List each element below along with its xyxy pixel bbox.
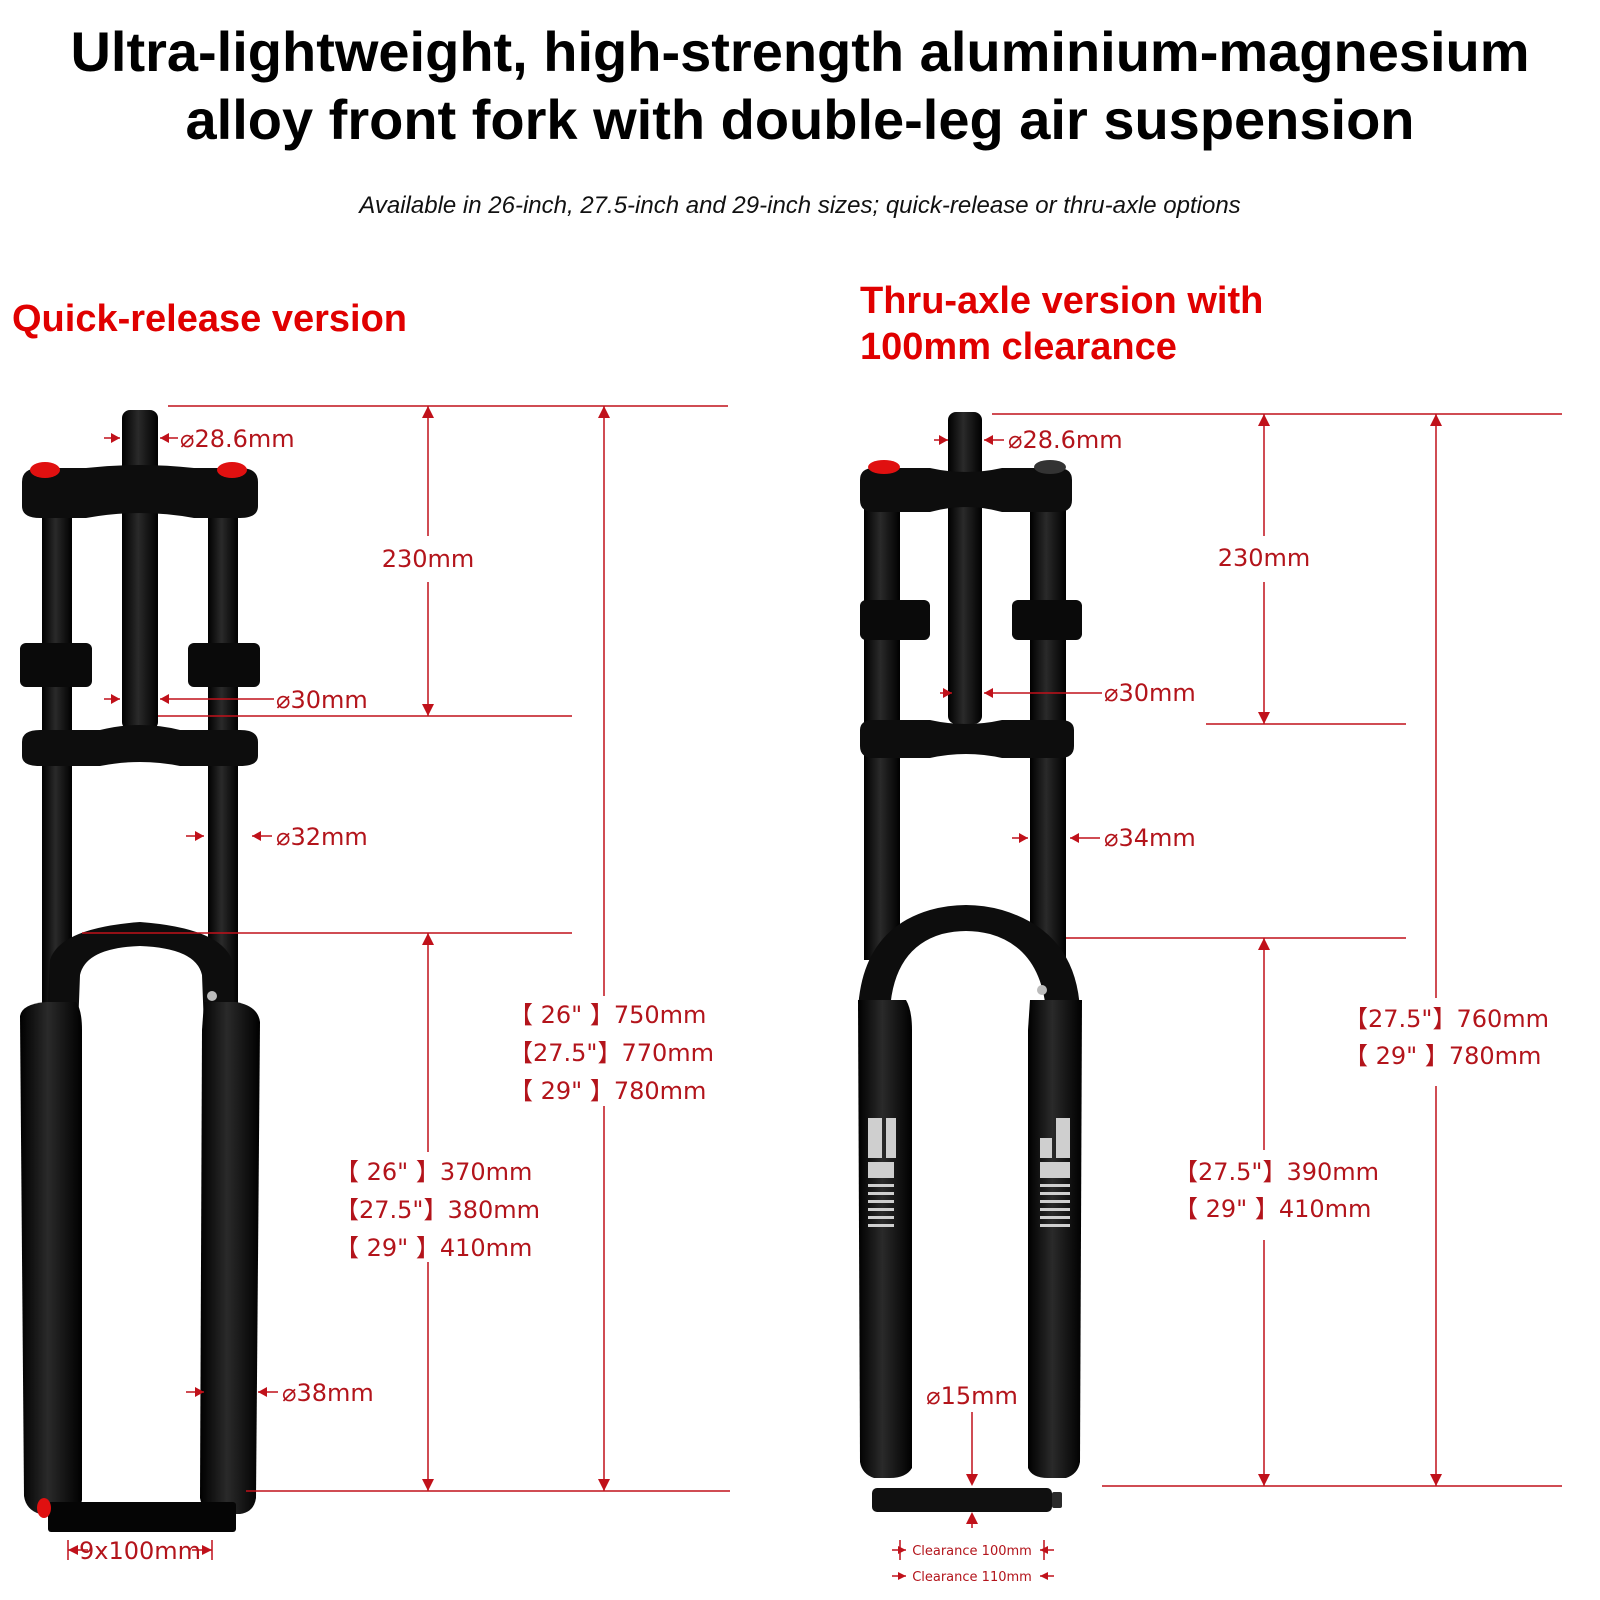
qr-stanchion-lower-diameter-label: ⌀32mm [276,823,368,851]
axle-qr [48,1502,236,1532]
quick-release-fork [20,410,260,1532]
subtitle: Available in 26-inch, 27.5-inch and 29-i… [359,192,1241,219]
steerer-tube [122,410,158,730]
bumper-right [188,643,260,687]
air-cap-right-icon [217,462,247,478]
qr-total-length-29: 【 29" 】780mm [509,1077,706,1105]
thru-axle-fork [858,412,1082,1512]
air-cap-left-icon [30,462,60,478]
ta-axle-diameter-label: ⌀15mm [926,1382,1018,1410]
qr-axle-to-crown-26: 【 26" 】370mm [335,1158,532,1186]
thru-axle-heading-line-1: Thru-axle version with [860,280,1264,322]
air-cap-left-icon [868,460,900,474]
title-line-1: Ultra-lightweight, high-strength alumini… [70,20,1530,83]
decal-right [1040,1118,1070,1227]
ta-stanchion-lower-diameter-label: ⌀34mm [1104,824,1196,852]
bumper-right [1012,600,1082,640]
quick-release-dimensions: ⌀28.6mm 230mm ⌀30mm ⌀32mm 【 26" 】750mm 【… [67,405,730,1565]
bumper-left [860,600,930,640]
lower-leg-left [20,1002,82,1514]
qr-axle-to-crown-29: 【 29" 】410mm [335,1234,532,1262]
ta-crown-span-label: 230mm [1218,544,1311,572]
ta-stanchion-upper-diameter-label: ⌀30mm [1104,679,1196,707]
thru-axle-heading: Thru-axle version with 100mm clearance [860,278,1263,370]
qr-total-length-275: 【27.5"】770mm [509,1039,714,1067]
qr-stanchion-upper-diameter-label: ⌀30mm [276,686,368,714]
ta-total-length-275: 【27.5"】760mm [1344,1005,1549,1033]
thru-axle-end [1052,1492,1062,1508]
ta-total-length-29: 【 29" 】780mm [1344,1042,1541,1070]
qr-crown-span-label: 230mm [382,545,475,573]
ta-axle-to-crown-29: 【 29" 】410mm [1174,1195,1371,1223]
ta-clearance-1-label: Clearance 100mm [912,1544,1032,1559]
top-crown [860,468,1072,512]
bottom-crown [860,720,1074,758]
page-title: Ultra-lightweight, high-strength alumini… [0,18,1600,154]
arch-bolt-icon [1037,985,1047,995]
qr-steerer-diameter-label: ⌀28.6mm [180,425,295,453]
title-line-2: alloy front fork with double-leg air sus… [185,88,1415,151]
thru-axle-heading-line-2: 100mm clearance [860,326,1177,368]
lower-leg-right [200,1002,260,1514]
lower-leg-right [1028,1000,1082,1478]
thru-axle [872,1488,1052,1512]
decal-left [868,1118,896,1227]
fork-arch [858,905,1080,1010]
ta-steerer-diameter-label: ⌀28.6mm [1008,426,1123,454]
top-crown [22,465,258,518]
quick-release-heading: Quick-release version [12,298,407,340]
thru-axle-dimensions: ⌀28.6mm 230mm ⌀30mm ⌀34mm 【27.5"】760mm 【… [892,413,1562,1585]
bottom-crown [22,725,258,766]
air-cap-right-icon [1034,460,1066,474]
lower-leg-left [858,1000,912,1478]
steerer-tube [948,412,982,724]
arch-bolt-icon [207,991,217,1001]
bumper-left [20,643,92,687]
qr-lower-leg-diameter-label: ⌀38mm [282,1379,374,1407]
qr-axle-label: 9x100mm [79,1537,201,1565]
qr-lever-icon [37,1498,51,1518]
qr-total-length-26: 【 26" 】750mm [509,1001,706,1029]
ta-clearance-2-label: Clearance 110mm [912,1570,1032,1585]
ta-axle-to-crown-275: 【27.5"】390mm [1174,1158,1379,1186]
qr-axle-to-crown-275: 【27.5"】380mm [335,1196,540,1224]
